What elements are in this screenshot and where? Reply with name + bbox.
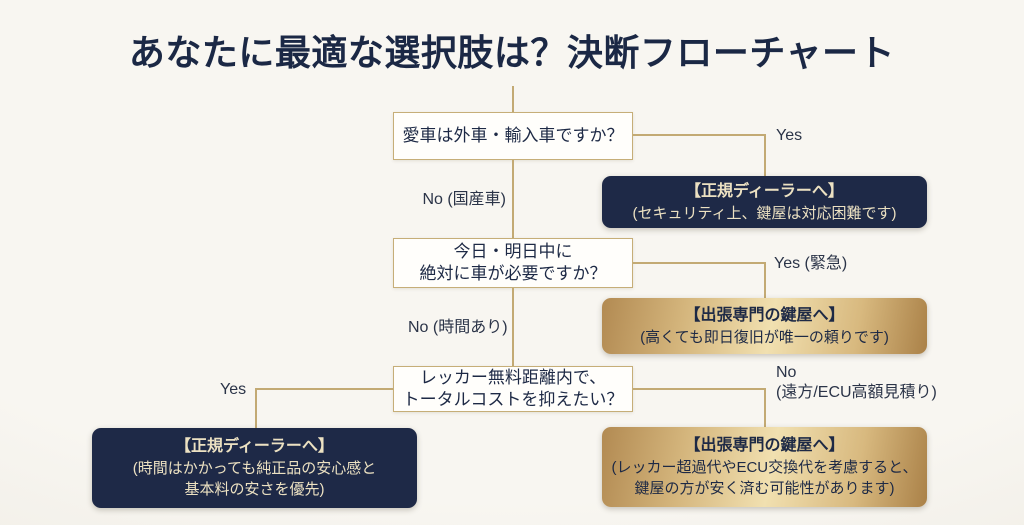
connector-q2-no-vertical — [512, 288, 514, 366]
result-dealer-1-title: 【正規ディーラーへ】 — [685, 182, 844, 200]
result-box-locksmith-2: 【出張専門の鍵屋へ】 (レッカー超過代やECU交換代を考慮すると、 鍵屋の方が安… — [602, 427, 927, 507]
question-2-text-line1: 今日・明日中に — [453, 242, 573, 261]
result-locksmith-2-note-line2: 鍵屋の方が安く済む可能性があります) — [634, 480, 895, 497]
result-locksmith-2-title: 【出張専門の鍵屋へ】 — [684, 437, 845, 454]
label-q1-no: No (国産車) — [422, 191, 506, 208]
label-q1-yes: Yes — [776, 127, 803, 144]
connector-q3-no-horizontal — [633, 388, 766, 390]
question-3-text-line1: レッカー無料距離内で、 — [419, 368, 607, 387]
label-q2-yes: Yes (緊急) — [774, 255, 848, 272]
connector-q1-yes-vertical — [764, 134, 766, 178]
connector-q3-yes-vertical — [255, 388, 257, 428]
result-dealer-2-title: 【正規ディーラーへ】 — [175, 438, 334, 455]
connector-q3-no-vertical — [764, 388, 766, 427]
connector-q2-yes-vertical — [764, 262, 766, 298]
label-q3-no-line2: (遠方/ECU高額見積り) — [776, 384, 937, 401]
connector-q2-yes-horizontal — [633, 262, 766, 264]
connector-title-to-q1 — [512, 86, 514, 112]
label-q3-yes: Yes — [220, 381, 247, 398]
page-title: あなたに最適な選択肢は？決断フローチャート — [128, 32, 896, 73]
question-1-text: 愛車は外車・輸入車ですか？ — [402, 126, 624, 145]
result-locksmith-1-title: 【出張専門の鍵屋へ】 — [684, 306, 845, 324]
result-locksmith-2-note-line1: (レッカー超過代やECU交換代を考慮すると、 — [611, 459, 918, 476]
question-box-2: 今日・明日中に 絶対に車が必要ですか？ — [393, 238, 633, 288]
result-box-dealer-1: 【正規ディーラーへ】 (セキュリティ上、鍵屋は対応困難です) — [602, 176, 927, 228]
result-dealer-1-note: (セキュリティ上、鍵屋は対応困難です) — [632, 204, 897, 222]
connector-q1-yes-horizontal — [633, 134, 766, 136]
label-q3-no-line1: No — [776, 364, 797, 381]
connector-q1-no-vertical — [512, 160, 514, 238]
label-q3-no: No (遠方/ECU高額見積り) — [776, 363, 937, 403]
result-dealer-2-note-line2: 基本料の安さを優先) — [184, 481, 325, 498]
question-box-3: レッカー無料距離内で、 トータルコストを抑えたい？ — [393, 366, 633, 412]
result-box-dealer-2: 【正規ディーラーへ】 (時間はかかっても純正品の安心感と 基本料の安さを優先) — [92, 428, 417, 508]
result-locksmith-1-note: (高くても即日復旧が唯一の頼りです) — [640, 328, 889, 346]
connector-q3-yes-horizontal — [256, 388, 393, 390]
result-dealer-2-note-line1: (時間はかかっても純正品の安心感と — [132, 460, 377, 477]
question-box-1: 愛車は外車・輸入車ですか？ — [393, 112, 633, 160]
result-box-locksmith-1: 【出張専門の鍵屋へ】 (高くても即日復旧が唯一の頼りです) — [602, 298, 927, 354]
question-2-text-line2: 絶対に車が必要ですか？ — [419, 264, 607, 283]
label-q2-no: No (時間あり) — [408, 319, 508, 336]
question-3-text-line2: トータルコストを抑えたい？ — [402, 390, 624, 409]
